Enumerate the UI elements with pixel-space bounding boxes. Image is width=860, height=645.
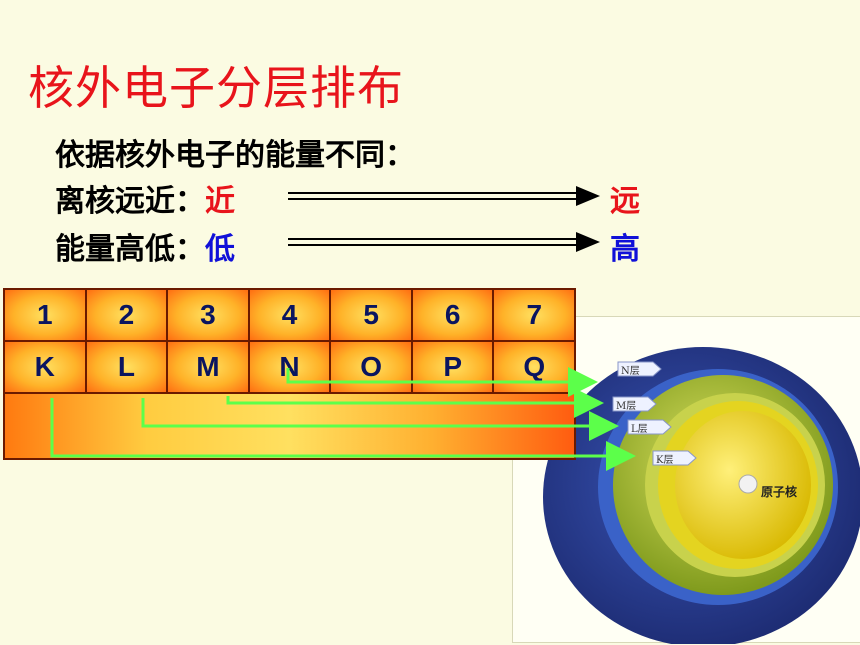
shell-number-cell: 2 [86, 290, 169, 342]
tag-n [617, 361, 662, 377]
energy-row: 能量高低：低 [55, 224, 235, 268]
energy-low: 低 [205, 232, 235, 267]
shell-letter-row: K L M N O P Q [5, 342, 575, 394]
shell-number-cell: 4 [249, 290, 332, 342]
label-n: N层 [621, 366, 640, 377]
label-nucleus: 原子核 [761, 485, 798, 499]
label-l: L层 [631, 424, 648, 435]
shell-number-cell: 5 [331, 290, 413, 342]
shell-letter-cell: M [168, 342, 250, 394]
distance-far: 远 [610, 184, 640, 219]
shell-letter-cell: O [331, 342, 413, 394]
table-band [5, 394, 574, 458]
distance-arrow [288, 186, 600, 206]
atom-drawing [543, 347, 860, 644]
tag-k [652, 450, 697, 466]
atom-shell-image: N层 M层 L层 K层 原子核 [512, 316, 860, 644]
label-m: M层 [616, 401, 637, 412]
shell-number-row: 1 2 3 4 5 6 7 [5, 290, 575, 342]
shell-letter-cell: N [249, 342, 332, 394]
shell-number-cell: 7 [494, 290, 575, 342]
nucleus-dot [738, 474, 758, 494]
shell-letter-cell: L [86, 342, 169, 394]
shell-letter-cell: Q [494, 342, 575, 394]
energy-label: 能量高低： [55, 232, 205, 267]
energy-arrow [288, 232, 600, 252]
shell-number-cell: 1 [5, 290, 87, 342]
energy-high: 高 [610, 232, 640, 267]
intro-text: 依据核外电子的能量不同： [55, 138, 415, 173]
label-k: K层 [656, 455, 674, 466]
shell-table: 1 2 3 4 5 6 7 K L M N O P Q [3, 288, 576, 460]
distance-near: 近 [205, 184, 235, 219]
shell-number-cell: 3 [168, 290, 250, 342]
distance-label: 离核远近： [55, 184, 205, 219]
shell-letter-cell: P [412, 342, 495, 394]
slide-title: 核外电子分层排布 [28, 61, 404, 115]
distance-row: 离核远近：近 [55, 176, 235, 220]
shell-number-cell: 6 [412, 290, 495, 342]
shell-letter-cell: K [5, 342, 87, 394]
